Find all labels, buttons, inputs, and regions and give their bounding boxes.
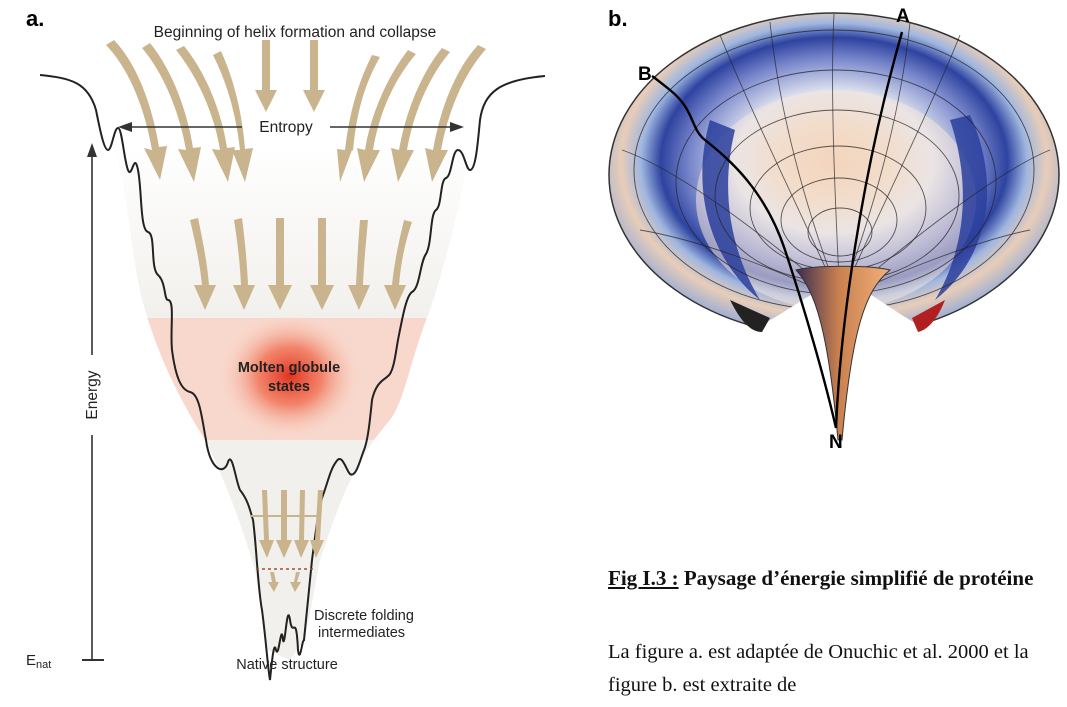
label-b: B (638, 64, 652, 85)
funnel-outline (39, 74, 546, 681)
top-caption: Beginning of helix formation and collaps… (154, 24, 437, 41)
molten-globule-label-line1: Molten globule (238, 360, 340, 376)
panel-b-label: b. (608, 6, 628, 31)
panel-a-label: a. (26, 6, 45, 31)
enat-label: Enat (26, 652, 51, 671)
discrete-label-line2: intermediates (318, 625, 405, 641)
entropy-label: Entropy (259, 119, 313, 136)
panel-b-energy-landscape: A B N b. (600, 0, 1067, 470)
figure-caption-body: La figure a. est adaptée de Onuchic et a… (608, 641, 1029, 696)
right-trough (935, 115, 988, 300)
landscape-svg: A B N (608, 6, 1060, 453)
left-cut-edge (730, 300, 770, 332)
left-trough (702, 120, 760, 300)
figure-caption-title: Fig I.3 : Paysage d’énergie simplifié de… (608, 563, 1060, 593)
native-structure-label: Native structure (236, 657, 338, 673)
right-cut-edge (912, 300, 945, 332)
panel-a-funnel-diagram: Beginning of helix formation and collaps… (26, 6, 546, 681)
funnel-svg: Beginning of helix formation and collaps… (26, 24, 546, 681)
figure-reference: Fig I.3 : (608, 566, 679, 590)
descent-arrows (106, 40, 486, 592)
figure-title-text: Paysage d’énergie simplifié de protéine (678, 566, 1034, 590)
molten-globule-label-line2: states (268, 379, 310, 395)
funnel-bands (115, 150, 470, 660)
entropy-arrow (118, 122, 464, 132)
discrete-label-line1: Discrete folding (314, 608, 414, 624)
molten-globule-blob (218, 312, 362, 440)
native-funnel-spike (795, 265, 892, 441)
label-n: N (829, 432, 843, 453)
label-a: A (896, 6, 910, 27)
path-a (834, 31, 904, 429)
inner-shading (696, 90, 976, 310)
path-b (651, 75, 838, 429)
energy-label: Energy (84, 370, 101, 419)
energy-arrow (82, 143, 104, 661)
